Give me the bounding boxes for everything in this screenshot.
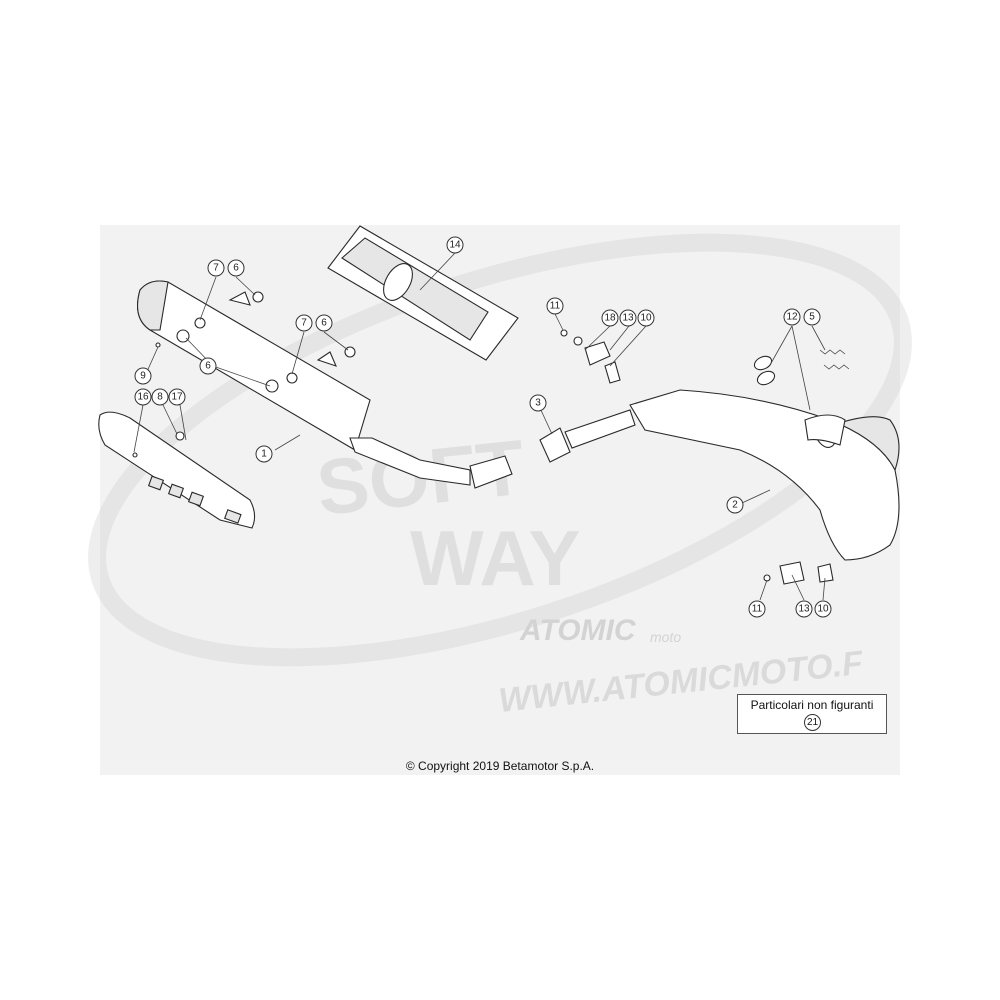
callout-5-label: 5 xyxy=(809,312,815,323)
wool-packing-part xyxy=(327,225,519,361)
callout-14-label: 14 xyxy=(449,240,461,251)
watermark-brand: ATOMIC xyxy=(519,614,637,647)
callout-1: 1 xyxy=(255,445,273,463)
watermark-brand-sub: moto xyxy=(650,629,681,645)
callout-1-label: 1 xyxy=(261,449,267,460)
callout-12-label: 12 xyxy=(786,312,798,323)
callout-6a-label: 6 xyxy=(233,263,239,274)
watermark-line2: WAY xyxy=(410,514,581,602)
callout-6c-label: 6 xyxy=(205,361,211,372)
heat-guard-part xyxy=(98,411,256,529)
callout-9: 9 xyxy=(134,367,152,385)
callout-18-label: 18 xyxy=(604,313,616,324)
parts-not-shown-title: Particolari non figuranti xyxy=(750,698,874,712)
callout-16-label: 16 xyxy=(137,392,149,403)
expansion-chamber-part xyxy=(629,389,900,561)
callout-11a: 11 xyxy=(546,297,564,315)
callout-17: 17 xyxy=(168,388,186,406)
copyright-text: © Copyright 2019 Betamotor S.p.A. xyxy=(405,759,595,773)
callout-7a: 7 xyxy=(207,259,225,277)
parts-not-shown-item: 21 xyxy=(804,714,821,731)
parts-not-shown-box: Particolari non figuranti 21 xyxy=(737,694,887,734)
callout-16: 16 xyxy=(134,388,152,406)
callout-3-label: 3 xyxy=(535,398,541,409)
callout-6c: 6 xyxy=(199,357,217,375)
callout-13b: 13 xyxy=(795,600,813,618)
callout-3: 3 xyxy=(529,394,547,412)
callout-5: 5 xyxy=(803,308,821,326)
springs-part xyxy=(819,349,850,370)
callout-10b-label: 10 xyxy=(817,604,829,615)
callout-7b-label: 7 xyxy=(301,318,307,329)
callout-14: 14 xyxy=(446,236,464,254)
hardware-parts xyxy=(132,291,834,585)
callout-11a-label: 11 xyxy=(550,301,561,312)
o-rings-part xyxy=(753,355,776,386)
callout-2-label: 2 xyxy=(732,500,738,511)
callout-10a-label: 10 xyxy=(640,313,652,324)
callout-17-label: 17 xyxy=(171,392,183,403)
callout-6b: 6 xyxy=(315,314,333,332)
callout-13a: 13 xyxy=(619,309,637,327)
callout-markers: 1 2 3 5 6 6 6 7 7 8 9 10 10 11 11 12 13 … xyxy=(134,236,832,618)
callout-2: 2 xyxy=(726,496,744,514)
callout-9-label: 9 xyxy=(140,371,146,382)
callout-7a-label: 7 xyxy=(213,263,219,274)
callout-6b-label: 6 xyxy=(321,318,327,329)
callout-7b: 7 xyxy=(295,314,313,332)
callout-8: 8 xyxy=(151,388,169,406)
callout-13a-label: 13 xyxy=(622,313,634,324)
callout-8-label: 8 xyxy=(157,392,163,403)
callout-10a: 10 xyxy=(637,309,655,327)
callout-13b-label: 13 xyxy=(798,604,810,615)
callout-18: 18 xyxy=(601,309,619,327)
callout-6a: 6 xyxy=(227,259,245,277)
callout-12: 12 xyxy=(783,308,801,326)
coupling-sleeve-part xyxy=(539,409,636,463)
callout-10b: 10 xyxy=(814,600,832,618)
callout-11b-label: 11 xyxy=(752,604,763,615)
callout-11b: 11 xyxy=(748,600,766,618)
